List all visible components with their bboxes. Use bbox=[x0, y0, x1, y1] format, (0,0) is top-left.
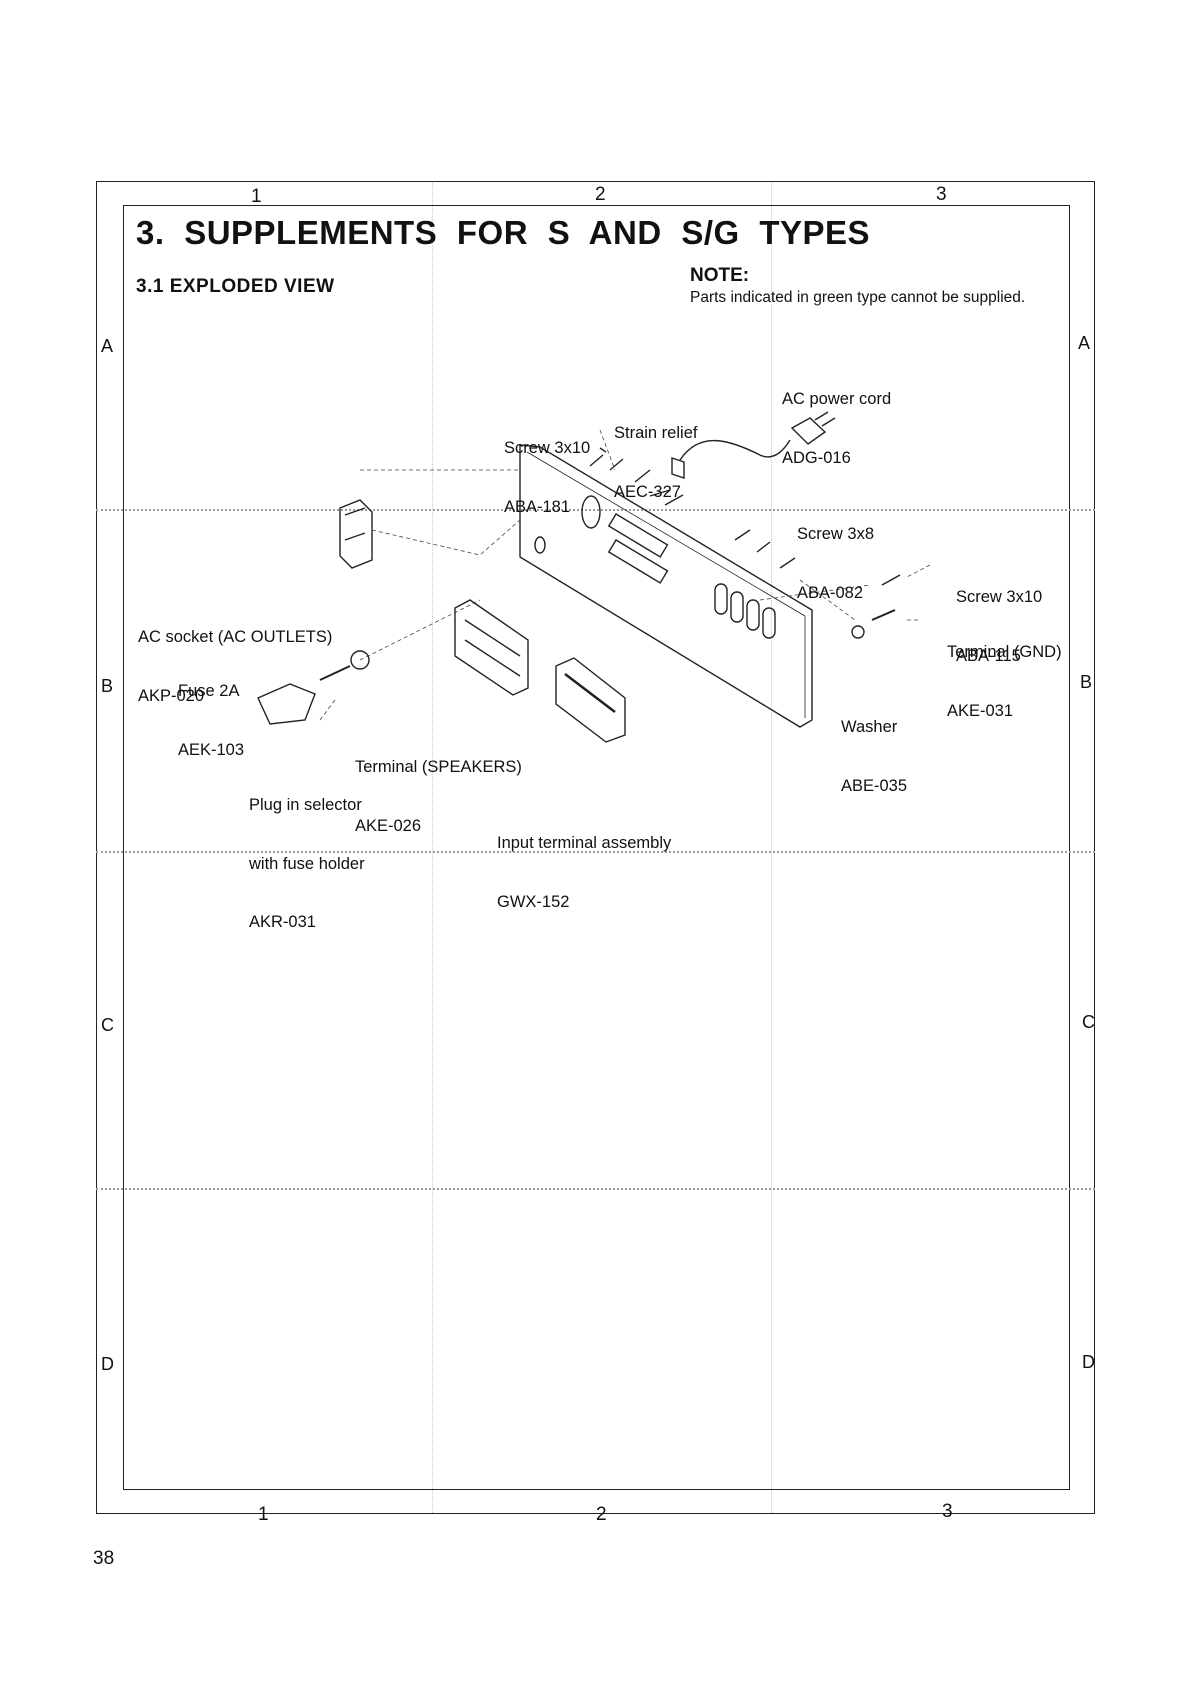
callout-ac-socket: AC socket (AC OUTLETS) AKP-020 bbox=[138, 589, 332, 726]
input-terminal-assembly bbox=[555, 657, 626, 743]
callout-ac-power-cord: AC power cord ADG-016 bbox=[782, 351, 891, 488]
screw bbox=[589, 447, 607, 467]
callout-terminal-speakers: Terminal (SPEAKERS) AKE-026 bbox=[355, 719, 522, 856]
panel-opening bbox=[607, 539, 669, 584]
power-plug bbox=[790, 417, 827, 445]
page-title: 3. SUPPLEMENTS FOR S AND S/G TYPES bbox=[136, 214, 871, 251]
callout-name: Strain relief bbox=[614, 424, 698, 442]
fuse-holder bbox=[350, 650, 370, 670]
row-letter-left-c: C bbox=[101, 1015, 114, 1035]
plug-selector bbox=[257, 683, 316, 725]
callout-input-terminal: Input terminal assembly GWX-152 bbox=[497, 795, 671, 932]
row-letter-right-c: C bbox=[1082, 1012, 1095, 1032]
column-number-bottom-2: 2 bbox=[596, 1504, 607, 1525]
callout-name: Screw 3x8 bbox=[797, 525, 875, 543]
panel-opening bbox=[607, 513, 669, 558]
row-letter-right-b: B bbox=[1080, 672, 1093, 692]
callout-part: ABA-082 bbox=[797, 583, 864, 602]
callout-part: ABA-181 bbox=[504, 497, 571, 516]
speaker-terminal bbox=[454, 599, 529, 696]
rear-panel bbox=[519, 444, 813, 728]
callout-name-line-1: Plug in selector bbox=[249, 796, 362, 814]
callout-screw-3x8: Screw 3x8 ABA-082 bbox=[797, 486, 874, 623]
callout-part: AKP-020 bbox=[138, 686, 205, 705]
row-letter-right-a: A bbox=[1078, 333, 1091, 353]
callout-washer: Washer ABE-035 bbox=[841, 679, 907, 816]
ac-socket bbox=[339, 499, 373, 569]
zone-divider-cd bbox=[96, 1188, 1095, 1190]
callout-name: AC power cord bbox=[782, 390, 892, 408]
section-subtitle: 3.1 EXPLODED VIEW bbox=[136, 276, 335, 297]
page-number: 38 bbox=[93, 1548, 115, 1569]
column-number-top-3: 3 bbox=[936, 184, 947, 205]
inner-border bbox=[123, 205, 1070, 1490]
zone-divider-ab bbox=[96, 509, 1095, 511]
callout-part: AKR-031 bbox=[249, 913, 316, 931]
callout-name: Screw 3x10 bbox=[504, 439, 591, 457]
zone-divider-23 bbox=[771, 183, 772, 1513]
column-number-top-2: 2 bbox=[595, 184, 606, 205]
note-heading: NOTE: bbox=[690, 265, 750, 286]
zone-divider-12 bbox=[432, 183, 433, 1513]
callout-name: Washer bbox=[841, 718, 898, 736]
callout-part: ADG-016 bbox=[782, 448, 851, 467]
power-cord bbox=[679, 439, 791, 461]
callout-name: AC socket (AC OUTLETS) bbox=[138, 628, 333, 646]
row-letter-left-a: A bbox=[101, 336, 114, 356]
callout-part: AKE-026 bbox=[355, 816, 422, 835]
callout-part: GWX-152 bbox=[497, 892, 570, 911]
callout-part: AEK-103 bbox=[178, 740, 245, 759]
callout-screw-3x10-top: Screw 3x10 ABA-181 bbox=[504, 400, 590, 537]
callout-part: AKE-031 bbox=[947, 701, 1014, 720]
callout-name: Terminal (GND) bbox=[947, 643, 1062, 661]
callout-name: Fuse 2A bbox=[178, 682, 240, 700]
callout-plug-selector: Plug in selector with fuse holder AKR-03… bbox=[249, 757, 365, 952]
zone-divider-bc bbox=[96, 851, 1095, 853]
column-number-bottom-3: 3 bbox=[942, 1501, 953, 1522]
callout-part: ABA-115 bbox=[956, 646, 1021, 665]
washer bbox=[851, 625, 865, 639]
callout-screw-3x10-right: Screw 3x10 ABA-115 bbox=[956, 549, 1042, 686]
column-number-bottom-1: 1 bbox=[258, 1504, 269, 1525]
callout-name: Terminal (SPEAKERS) bbox=[355, 758, 522, 776]
row-letter-left-d: D bbox=[101, 1354, 114, 1374]
callout-strain-relief: Strain relief AEC-327 bbox=[614, 385, 697, 522]
row-letter-right-d: D bbox=[1082, 1352, 1095, 1372]
callout-fuse: Fuse 2A AEK-103 bbox=[178, 643, 244, 780]
callout-part: ABE-035 bbox=[841, 776, 908, 795]
panel-hole bbox=[581, 495, 601, 529]
callout-terminal-gnd: Terminal (GND) AKE-031 bbox=[947, 604, 1062, 741]
row-letter-left-b: B bbox=[101, 676, 114, 696]
callout-part: AEC-327 bbox=[614, 482, 681, 501]
callout-name: Screw 3x10 bbox=[956, 588, 1043, 606]
speaker-hole bbox=[714, 583, 728, 615]
outer-border bbox=[96, 181, 1095, 1514]
note-text: Parts indicated in green type cannot be … bbox=[690, 289, 1026, 306]
strain-relief bbox=[671, 457, 685, 479]
callout-name-line-2: with fuse holder bbox=[249, 854, 365, 873]
column-number-top-1: 1 bbox=[251, 186, 262, 207]
callout-name: Input terminal assembly bbox=[497, 834, 672, 852]
gnd-terminal bbox=[871, 609, 896, 621]
